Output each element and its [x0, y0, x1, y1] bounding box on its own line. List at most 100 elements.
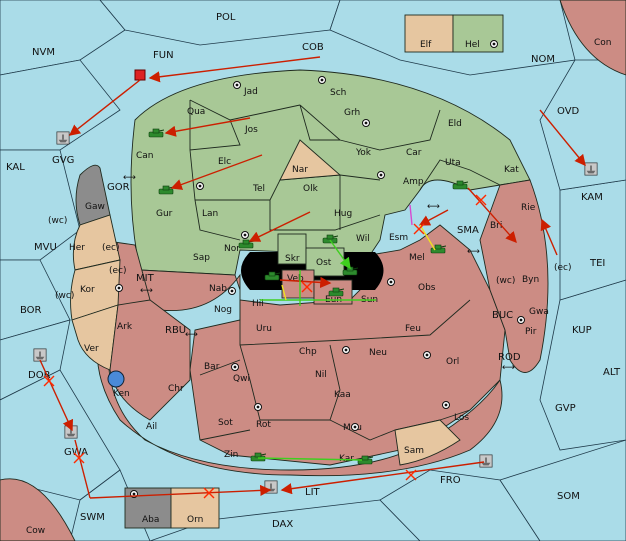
label-pir: Pir: [525, 327, 537, 337]
label-amp: Amp: [403, 177, 424, 187]
label-chr: Chr: [168, 384, 184, 394]
supply-center-icon: [196, 182, 204, 190]
label-sma: SMA: [457, 225, 479, 236]
failed-order-mark: [475, 194, 487, 206]
label-kal: KAL: [6, 162, 25, 173]
fleet-icon: [56, 131, 70, 145]
failed-order-mark: [413, 223, 425, 235]
fleet-icon: [584, 162, 598, 176]
label-rot: Rot: [256, 420, 271, 430]
label-los: Los: [454, 413, 469, 423]
label-bar: Bar: [204, 362, 220, 372]
label-dax: DAX: [272, 519, 293, 530]
supply-center-icon: [362, 119, 370, 127]
coast-tag: (ec): [102, 243, 120, 253]
label-rbu: RBU: [165, 325, 186, 336]
label-nar: Nar: [292, 165, 308, 175]
failed-order-mark: [73, 452, 85, 464]
label-qua: Qua: [187, 107, 205, 117]
label-gwa-sea: GWA: [64, 447, 88, 458]
label-kar: Kar: [339, 454, 354, 464]
supply-center-icon: [318, 76, 326, 84]
label-nog: Nog: [214, 305, 232, 315]
label-neu: Neu: [369, 348, 387, 358]
label-kor: Kor: [80, 285, 95, 295]
failed-order-mark: [301, 281, 313, 293]
region-ark-chr: [109, 299, 191, 421]
label-gor: GOR: [107, 182, 130, 193]
failed-order-mark: [405, 469, 417, 481]
supply-center-icon: [517, 316, 525, 324]
units: [33, 69, 598, 494]
supply-center-icon: [351, 423, 359, 431]
label-ken: Ken: [113, 389, 130, 399]
label-uru: Uru: [256, 324, 272, 334]
flag-icon: [134, 69, 146, 81]
label-obs: Obs: [418, 283, 436, 293]
label-sap: Sap: [193, 253, 210, 263]
label-nil: Nil: [315, 370, 327, 380]
label-ark: Ark: [117, 322, 133, 332]
label-kup: KUP: [572, 325, 592, 336]
failed-order-mark: [203, 487, 215, 499]
label-gvp: GVP: [555, 403, 576, 414]
label-hel: Hel: [465, 40, 480, 50]
coast-tag: (wc): [496, 276, 515, 286]
label-her: Her: [69, 243, 85, 253]
label-orl: Orl: [446, 357, 459, 367]
label-can: Can: [136, 151, 154, 161]
label-swm: SWM: [80, 512, 105, 523]
label-jad: Jad: [243, 87, 258, 97]
label-cob: COB: [302, 42, 324, 53]
label-nom: NOM: [531, 54, 555, 65]
supply-center-icon: [228, 287, 236, 295]
label-mit: MIT: [136, 273, 155, 284]
coast-tag: (ec): [109, 266, 127, 276]
region-gaw: [75, 164, 111, 226]
label-lan: Lan: [202, 209, 218, 219]
label-hug: Hug: [334, 209, 352, 219]
label-gur: Gur: [156, 209, 173, 219]
label-gvg: GVG: [52, 155, 74, 166]
orders: [39, 56, 586, 499]
label-buc: BUC: [492, 310, 513, 321]
region-sam: [394, 419, 461, 466]
label-hil: Hil: [252, 299, 264, 309]
label-rod: ROD: [498, 352, 521, 363]
label-ost: Ost: [316, 258, 332, 268]
region-kal: [0, 149, 81, 261]
supply-center-icon: [231, 363, 239, 371]
label-tei: TEI: [589, 258, 605, 269]
label-ver: Ver: [84, 344, 99, 354]
region-pol: [99, 0, 341, 46]
link-symbol: ⟷: [140, 286, 153, 296]
supply-center-icon: [241, 231, 249, 239]
supply-center-icon: [377, 171, 385, 179]
label-wil: Wil: [356, 234, 370, 244]
label-nab: Nab: [209, 284, 227, 294]
label-cow: Cow: [26, 526, 45, 536]
label-bri: Bri: [490, 221, 502, 231]
fleet-icon: [33, 348, 47, 362]
label-sch: Sch: [330, 88, 346, 98]
label-gwa: Gwa: [529, 307, 549, 317]
region-skr: [277, 233, 307, 265]
label-yok: Yok: [355, 148, 372, 158]
label-aba: Aba: [142, 515, 159, 525]
link-symbol: ⟷: [123, 173, 136, 183]
region-alt: [539, 279, 626, 451]
label-mel: Mel: [409, 253, 425, 263]
link-symbol: ⟷: [185, 330, 198, 340]
link-symbol: ⟷: [502, 363, 515, 373]
label-eld: Eld: [448, 119, 462, 129]
region-elf: [404, 14, 454, 53]
label-ail: Ail: [146, 422, 157, 432]
region-nar: [279, 139, 342, 181]
label-ovd: OVD: [557, 106, 580, 117]
label-orn: Orn: [187, 515, 203, 525]
supply-center-icon: [423, 351, 431, 359]
label-elf: Elf: [420, 40, 432, 50]
label-feu: Feu: [405, 324, 421, 334]
